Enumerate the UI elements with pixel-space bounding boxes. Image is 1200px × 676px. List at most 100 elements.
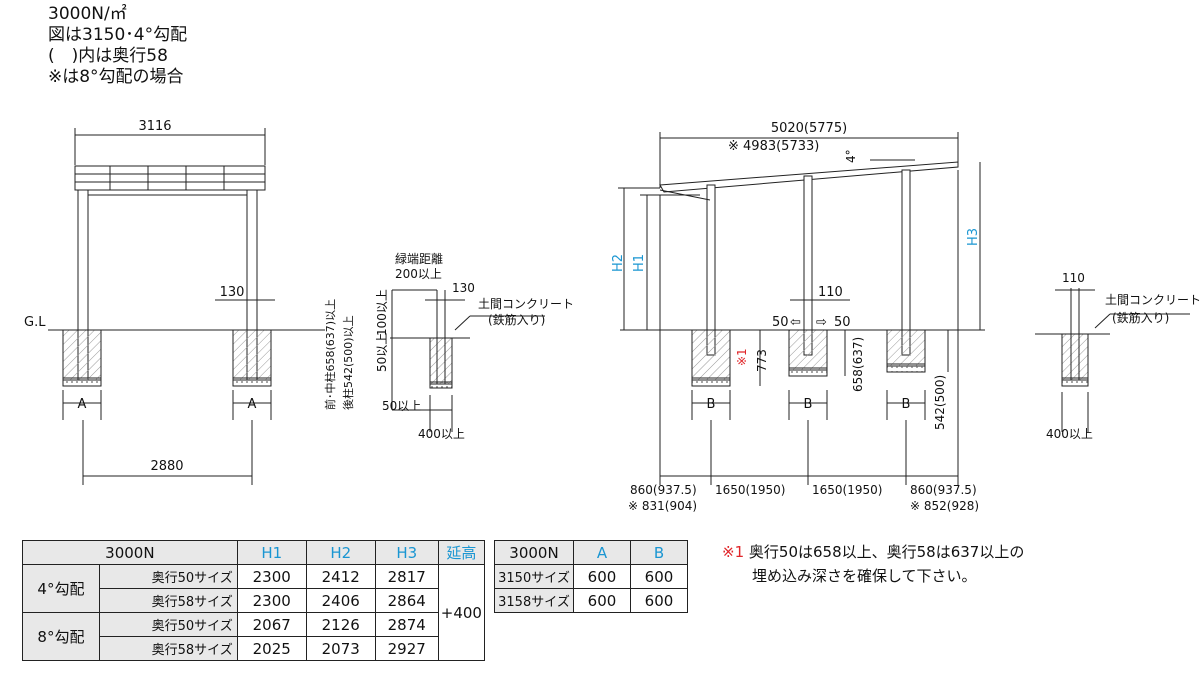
table-row: 3158サイズ 600 600 [494, 588, 688, 613]
dim-831: ※ 831(904) [628, 499, 697, 513]
cell-h1: 2300 [236, 588, 307, 613]
row-sub: 奥行50サイズ [98, 564, 238, 589]
depth-773: 773 [755, 349, 769, 372]
table-row: 8°勾配 奥行50サイズ 2067 2126 2874 [22, 612, 485, 661]
cell-h2: 2126 [305, 612, 376, 637]
footnote-line1: 奥行50は658以上、奥行58は637以上の [748, 543, 1025, 561]
group-4deg: 4°勾配 [22, 564, 100, 613]
front-foot-a-left: A [78, 397, 87, 412]
detail1-post-width: 130 [452, 281, 475, 295]
footnote-line2: 埋め込み深さを確保して下さい。 [752, 567, 977, 585]
footnote-mark: ※1 [722, 543, 745, 561]
cell-h3: 2874 [374, 612, 439, 637]
h2-label: H2 [611, 254, 626, 272]
cell-h2: 2406 [305, 588, 376, 613]
edge-distance-value: 200以上 [395, 267, 442, 281]
detail1-up50-horizontal: 50以上 [382, 399, 421, 413]
front-post-label: 130 [220, 285, 245, 300]
detail2-post-width: 110 [1062, 271, 1085, 285]
header-load: 3000N [494, 540, 574, 565]
table-row: 3150サイズ 600 600 [494, 564, 688, 589]
side-foot-b3: B [902, 397, 911, 412]
footing-table-header: 3000N A B [494, 540, 688, 565]
row-sub: 奥行58サイズ [98, 636, 238, 661]
footing-table: 3000N A B 3150サイズ 600 600 3158サイズ 600 60… [494, 540, 688, 613]
depth-658: 658(637) [851, 337, 865, 392]
note-load: 3000N/㎡ [48, 4, 127, 24]
header-h2: H2 [305, 540, 376, 565]
depth-front-label: 前･中柱658(637)以上 [323, 299, 337, 410]
cell-a: 600 [573, 564, 631, 589]
table-row: 奥行58サイズ 2025 2073 2927 [23, 636, 485, 661]
cell-a: 600 [573, 588, 631, 613]
side-foot-b1: B [707, 397, 716, 412]
header-b: B [630, 540, 688, 565]
header-h1: H1 [236, 540, 307, 565]
detail2-width400: 400以上 [1046, 427, 1093, 441]
header-a: A [573, 540, 631, 565]
dim-852: ※ 852(928) [910, 499, 979, 513]
gl-label: G.L [24, 315, 46, 330]
offset-left: 50 [772, 315, 789, 330]
detail2-concrete-label: 土間コンクリート [1105, 293, 1200, 307]
cell-h2: 2073 [305, 636, 376, 661]
row-sub: 奥行58サイズ [98, 588, 238, 613]
arrow-right-icon: ⇨ [816, 315, 827, 330]
side-view [618, 132, 985, 485]
side-total-alt: ※ 4983(5733) [728, 139, 819, 154]
detail2-rebar-label: (鉄筋入り) [1112, 310, 1169, 325]
note-figure: 図は3150･4°勾配 [48, 25, 188, 45]
side-foot-b2: B [804, 397, 813, 412]
edge-distance-label: 緑端距離 [395, 251, 443, 266]
detail1-concrete-label: 土間コンクリート [478, 297, 574, 311]
group-8deg: 8°勾配 [22, 612, 100, 661]
front-view [48, 128, 325, 485]
depth-542: 542(500) [933, 375, 947, 430]
note-parentheses: ( )内は奥行58 [48, 46, 168, 66]
front-width-label: 3116 [138, 119, 171, 134]
cell-h3: 2817 [374, 564, 439, 589]
front-span-label: 2880 [150, 459, 183, 474]
front-foot-a-right: A [248, 397, 257, 412]
roof-angle: 4° [844, 149, 858, 163]
dim-860-right: 860(937.5) [910, 483, 977, 497]
cell-h3: 2864 [374, 588, 439, 613]
header-load: 3000N [22, 540, 238, 565]
cell-extension: +400 [437, 564, 486, 661]
dim-860-left: 860(937.5) [630, 483, 697, 497]
dim-1650-a: 1650(1950) [715, 483, 785, 497]
header-extension: 延高 [437, 540, 486, 565]
cell-h3: 2927 [374, 636, 439, 661]
side-mark-1: ※1 [735, 348, 749, 366]
row-name: 3158サイズ [494, 588, 574, 613]
side-post-width: 110 [818, 285, 843, 300]
cell-h2: 2412 [305, 564, 376, 589]
depth-rear-label: 後柱542(500)以上 [341, 315, 355, 410]
note-asterisk: ※は8°勾配の場合 [48, 67, 184, 87]
side-total-length: 5020(5775) [771, 121, 847, 136]
arrow-left-icon: ⇦ [790, 315, 801, 330]
detail-1 [390, 289, 545, 432]
detail1-rebar-label: (鉄筋入り) [488, 312, 545, 327]
dim-1650-b: 1650(1950) [812, 483, 882, 497]
h1-label: H1 [632, 254, 647, 272]
row-name: 3150サイズ [494, 564, 574, 589]
cell-b: 600 [630, 564, 688, 589]
detail1-up50-vertical: 50以上 [375, 333, 389, 372]
cell-h1: 2300 [236, 564, 307, 589]
height-table: 3000N H1 H2 H3 延高 4°勾配 奥行50サイズ 2300 2412… [22, 540, 486, 661]
cell-h1: 2025 [236, 636, 307, 661]
header-h3: H3 [374, 540, 439, 565]
cell-b: 600 [630, 588, 688, 613]
footnote: ※1 奥行50は658以上、奥行58は637以上の 埋め込み深さを確保して下さい… [722, 540, 1024, 588]
detail-2 [1035, 288, 1190, 432]
notes-block: 3000N/㎡ 図は3150･4°勾配 ( )内は奥行58 ※は8°勾配の場合 [48, 4, 187, 88]
offset-right: 50 [834, 315, 851, 330]
height-table-header: 3000N H1 H2 H3 延高 [22, 540, 486, 565]
row-sub: 奥行50サイズ [98, 612, 238, 637]
table-row: 4°勾配 奥行50サイズ 2300 2412 2817 +400 [22, 564, 486, 661]
h3-label: H3 [966, 228, 981, 246]
detail1-width400: 400以上 [418, 427, 465, 441]
cell-h1: 2067 [236, 612, 307, 637]
